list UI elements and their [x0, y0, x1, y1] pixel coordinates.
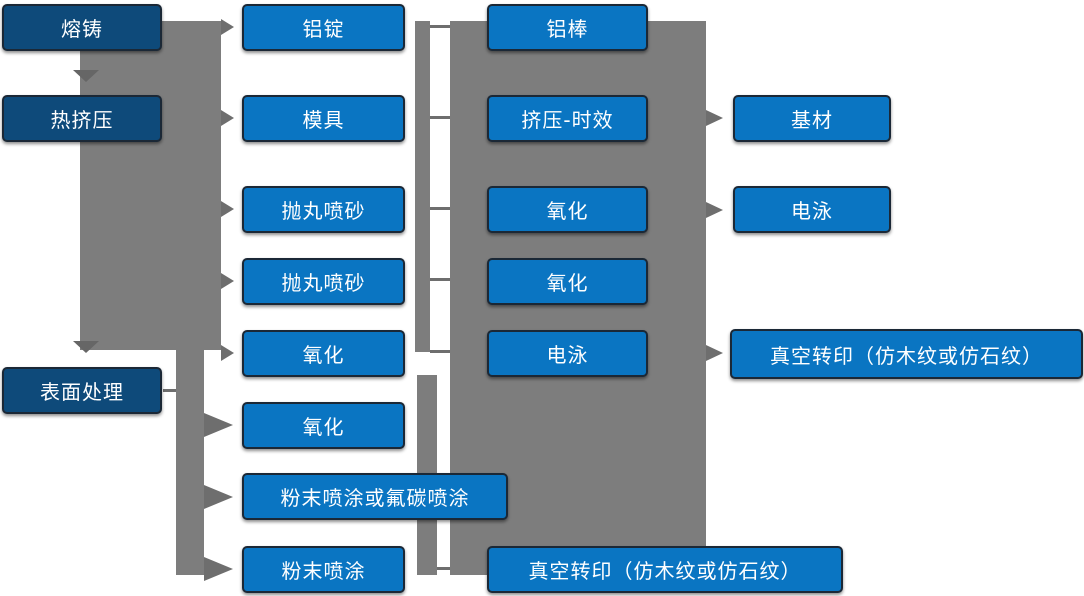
link-shot-blasting-1: [430, 207, 450, 210]
arrow-to-vacuum-transfer-icon: [706, 345, 723, 361]
link-oxidation-1: [430, 350, 450, 353]
node-label: 氧化: [546, 199, 589, 223]
node-shot-blasting-1: 抛丸喷砂: [242, 186, 405, 233]
node-label: 电泳: [791, 199, 833, 223]
node-label: 熔铸: [61, 17, 103, 41]
node-powder-or-fluorocarbon-coating: 粉末喷涂或氟碳喷涂: [242, 473, 508, 520]
node-base-material: 基材: [733, 95, 891, 142]
node-label: 表面处理: [40, 380, 124, 404]
node-label: 铝棒: [546, 17, 589, 41]
node-electrophoresis-1: 电泳: [487, 330, 648, 377]
link-powder-coating: [437, 567, 450, 570]
node-label: 热挤压: [50, 108, 114, 132]
arrow-to-electrophoresis-icon: [706, 202, 723, 218]
node-vacuum-transfer-2: 真空转印（仿木纹或仿石纹）: [730, 329, 1083, 379]
node-label: 真空转印（仿木纹或仿石纹）: [770, 343, 1043, 368]
node-melting-casting: 熔铸: [2, 4, 162, 51]
node-oxidation-4: 氧化: [487, 258, 648, 305]
node-mold: 模具: [242, 95, 405, 142]
link-surface-treatment: [163, 389, 176, 392]
node-vacuum-transfer-1: 真空转印（仿木纹或仿石纹）: [487, 546, 843, 593]
node-powder-coating: 粉末喷涂: [242, 546, 405, 593]
node-oxidation-2: 氧化: [242, 402, 405, 449]
arrow-down-to-hot-extrusion-icon: [73, 70, 99, 82]
node-label: 铝锭: [302, 17, 345, 41]
node-label: 氧化: [302, 343, 345, 367]
link-aluminum-ingot: [430, 25, 450, 28]
node-oxidation-1: 氧化: [242, 330, 405, 377]
node-surface-treatment: 表面处理: [2, 367, 162, 414]
node-label: 电泳: [546, 343, 589, 367]
arrow-to-shot-blasting-2-icon: [221, 273, 234, 289]
node-extrusion-aging: 挤压-时效: [487, 95, 648, 142]
node-label: 模具: [302, 108, 345, 132]
node-label: 基材: [791, 108, 833, 132]
connector-main-stage-block: [80, 21, 221, 350]
node-aluminum-rod: 铝棒: [487, 4, 648, 51]
node-label: 氧化: [302, 415, 345, 439]
arrow-down-to-surface-treatment-icon: [73, 341, 99, 353]
node-electrophoresis-2: 电泳: [733, 186, 891, 233]
arrow-to-shot-blasting-1-icon: [221, 201, 234, 217]
node-label: 粉末喷涂: [281, 559, 366, 583]
connector-collector-bar-upper: [415, 21, 430, 352]
node-label: 真空转印（仿木纹或仿石纹）: [528, 559, 802, 583]
node-label: 挤压-时效: [521, 108, 614, 132]
link-shot-blasting-2: [430, 278, 450, 281]
arrow-to-powder-fluorocarbon-icon: [204, 485, 233, 509]
arrow-to-aluminum-ingot-icon: [221, 19, 234, 35]
node-aluminum-ingot: 铝锭: [242, 4, 405, 51]
arrow-to-oxidation-1-icon: [221, 345, 234, 361]
node-label: 粉末喷涂或氟碳喷涂: [280, 486, 470, 510]
arrow-to-mold-icon: [221, 110, 234, 126]
node-shot-blasting-2: 抛丸喷砂: [242, 258, 405, 305]
node-label: 氧化: [546, 271, 589, 295]
connector-surface-treatment-bar: [176, 350, 204, 575]
node-oxidation-3: 氧化: [487, 186, 648, 233]
arrow-to-base-material-icon: [706, 110, 723, 126]
node-label: 抛丸喷砂: [281, 271, 366, 295]
arrow-to-oxidation-2-icon: [204, 413, 233, 437]
node-hot-extrusion: 热挤压: [2, 95, 162, 142]
arrow-to-powder-coating-icon: [204, 557, 233, 581]
link-mold: [430, 116, 450, 119]
node-label: 抛丸喷砂: [281, 199, 366, 223]
